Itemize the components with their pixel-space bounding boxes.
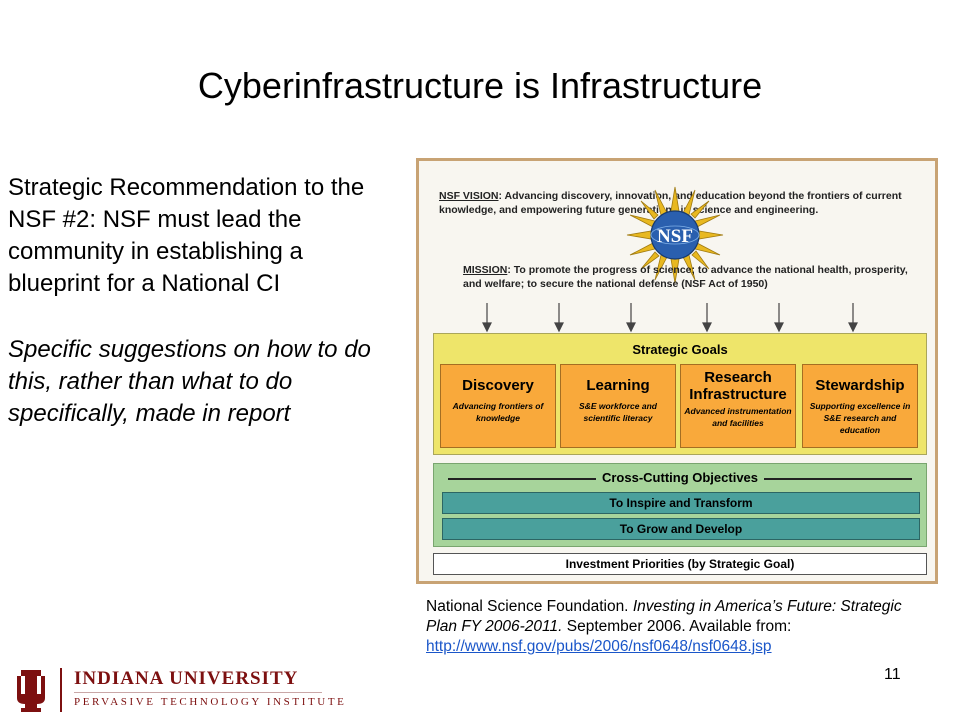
goal-research-infrastructure: Research Infrastructure Advanced instrum… bbox=[680, 364, 796, 448]
goal-desc: S&E workforce and scientific literacy bbox=[579, 401, 657, 423]
left-text-column: Strategic Recommendation to the NSF #2: … bbox=[8, 172, 400, 464]
footer-rule bbox=[74, 692, 322, 693]
institute-name: PERVASIVE TECHNOLOGY INSTITUTE bbox=[74, 696, 347, 708]
objective-inspire: To Inspire and Transform bbox=[442, 492, 920, 514]
goal-desc: Supporting excellence in S&E research an… bbox=[809, 401, 911, 435]
goal-stewardship: Stewardship Supporting excellence in S&E… bbox=[802, 364, 918, 448]
nsf-vision: NSF VISION: Advancing discovery, innovat… bbox=[439, 189, 919, 217]
citation: National Science Foundation. Investing i… bbox=[426, 598, 902, 655]
goal-name: Stewardship bbox=[815, 377, 905, 394]
suggestion-text: Specific suggestions on how to do this, … bbox=[8, 336, 371, 427]
investment-priorities: Investment Priorities (by Strategic Goal… bbox=[433, 553, 927, 575]
citation-link[interactable]: http://www.nsf.gov/pubs/2006/nsf0648/nsf… bbox=[426, 638, 772, 655]
university-name: INDIANA UNIVERSITY bbox=[74, 668, 299, 689]
strategic-goals-title: Strategic Goals bbox=[632, 342, 728, 357]
goal-learning: Learning S&E workforce and scientific li… bbox=[560, 364, 676, 448]
goal-discovery: Discovery Advancing frontiers of knowled… bbox=[440, 364, 556, 448]
down-arrows bbox=[482, 303, 858, 333]
goal-desc: Advancing frontiers of knowledge bbox=[452, 401, 544, 423]
mission-text: : To promote the progress of science; to… bbox=[463, 264, 908, 290]
nsf-logo-icon: NSF bbox=[626, 186, 724, 284]
nsf-mission: MISSION: To promote the progress of scie… bbox=[463, 263, 923, 291]
goal-desc: Advanced instrumentation and facilities bbox=[684, 406, 792, 428]
mission-label: MISSION bbox=[463, 264, 508, 276]
strategic-goals-panel: Strategic Goals Discovery Advancing fron… bbox=[433, 333, 927, 455]
footer-separator bbox=[60, 668, 62, 712]
cross-cutting-objectives-panel: Cross-Cutting Objectives To Inspire and … bbox=[433, 463, 927, 547]
cross-cutting-title: Cross-Cutting Objectives bbox=[434, 470, 926, 485]
recommendation-text: Strategic Recommendation to the NSF #2: … bbox=[8, 174, 365, 297]
objective-grow: To Grow and Develop bbox=[442, 518, 920, 540]
vision-text: : Advancing discovery, innovation, and e… bbox=[439, 190, 902, 216]
slide-title: Cyberinfrastructure is Infrastructure bbox=[197, 65, 763, 106]
goal-name: Discovery bbox=[462, 377, 534, 394]
goal-name: Research Infrastructure bbox=[689, 369, 787, 403]
goal-name: Learning bbox=[586, 377, 650, 394]
iu-trident-icon bbox=[17, 670, 45, 712]
page-number: 11 bbox=[884, 666, 901, 683]
nsf-logo-text: NSF bbox=[657, 226, 693, 247]
nsf-strategic-plan-figure: NSF VISION: Advancing discovery, innovat… bbox=[416, 158, 938, 584]
vision-label: NSF VISION bbox=[439, 190, 499, 202]
